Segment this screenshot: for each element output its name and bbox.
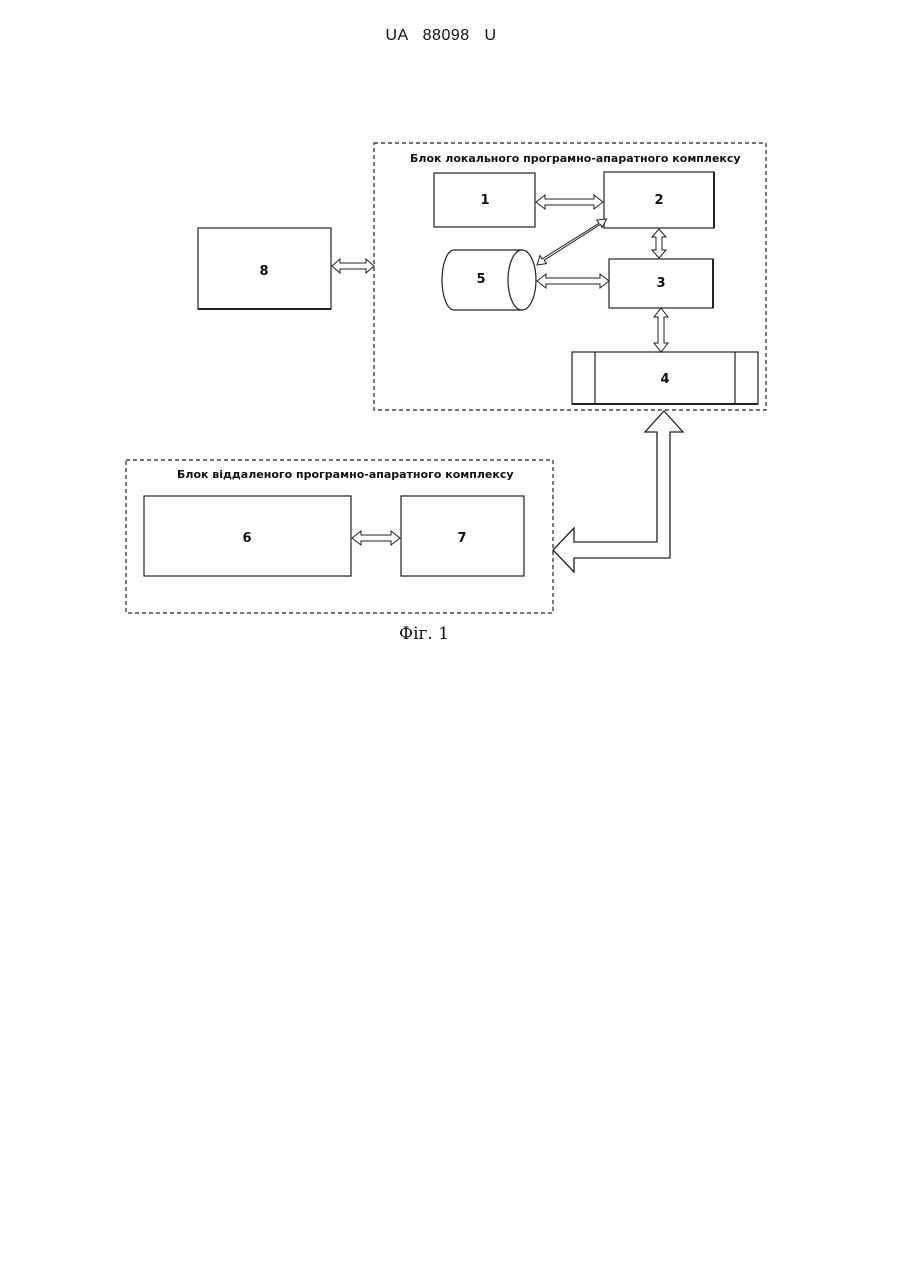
arrow-5-2 — [537, 219, 607, 265]
box-4-label: 4 — [660, 372, 669, 387]
box-2: 2 — [604, 172, 714, 228]
remote-block-title: Блок віддаленого програмно-апаратного ко… — [177, 468, 514, 481]
box-3: 3 — [609, 259, 713, 308]
arrow-1-2 — [536, 195, 603, 209]
arrow-local-remote — [553, 411, 683, 572]
box-8: 8 — [198, 228, 331, 309]
arrow-2-3 — [652, 229, 666, 258]
box-6: 6 — [144, 496, 351, 576]
box-7-label: 7 — [457, 531, 466, 546]
box-1: 1 — [434, 173, 535, 227]
box-6-label: 6 — [242, 531, 251, 546]
figure-caption: Фіг. 1 — [399, 624, 449, 644]
box-7: 7 — [401, 496, 524, 576]
box-2-label: 2 — [654, 193, 663, 208]
box-1-label: 1 — [480, 193, 489, 208]
box-3-label: 3 — [656, 276, 665, 291]
arrow-6-7 — [352, 531, 400, 545]
arrow-3-4 — [654, 308, 668, 352]
box-8-label: 8 — [259, 264, 268, 279]
box-4: 4 — [572, 352, 758, 404]
arrow-8-local — [332, 259, 374, 273]
box-5-cylinder: 5 — [442, 250, 536, 310]
local-block-title: Блок локального програмно-апаратного ком… — [410, 152, 741, 165]
box-5-label: 5 — [476, 272, 485, 287]
arrow-5-3 — [537, 274, 609, 288]
